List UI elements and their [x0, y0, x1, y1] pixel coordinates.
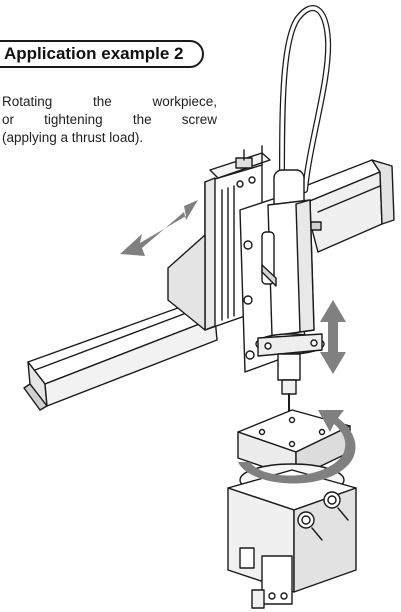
description-line-3: (applying a thrust load). — [2, 130, 144, 145]
air-fittings — [297, 491, 349, 541]
motor-block — [209, 145, 271, 188]
horizontal-actuator — [23, 299, 218, 411]
double-arrow-horizontal-icon — [120, 200, 198, 256]
rotary-table — [227, 409, 357, 609]
screwdriver-body — [255, 169, 325, 421]
example-title-badge: Application example 2 — [0, 40, 204, 68]
double-arrow-vertical-icon — [320, 300, 346, 374]
upper-actuator — [299, 159, 395, 253]
description-line-2: or tightening the screw — [2, 112, 217, 127]
example-description: Rotating the workpiece, or tightening th… — [2, 93, 217, 147]
description-line-1: Rotating the workpiece, — [2, 94, 217, 109]
